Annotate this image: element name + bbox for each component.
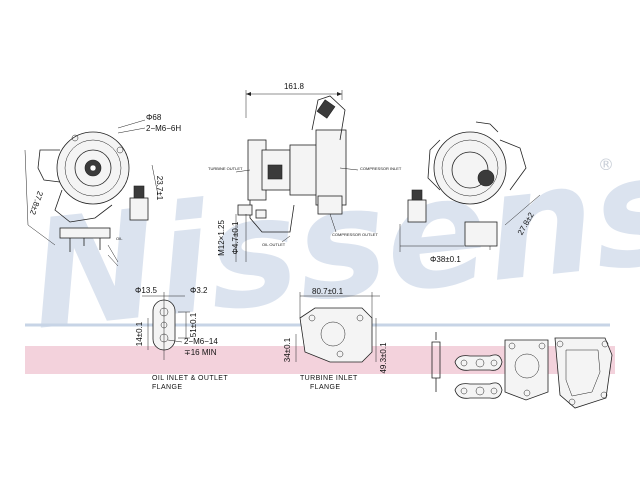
dim-14: 14±0.1 [135,321,144,346]
dim-80-7: 80.7±0.1 [312,287,344,296]
oil-label-front: OIL [116,236,123,241]
dim-161-8: 161.8 [284,82,305,91]
dim-phi68: Φ68 [146,113,162,122]
label-compressor-outlet: COMPRESSOR OUTLET [332,232,378,237]
front-view: Φ68 2−M6−6H 23.7±1 27.8±2 OIL [24,113,181,267]
dim-23-7: 23.7±1 [155,176,164,201]
label-compressor-inlet: COMPRESSOR INLET [360,166,402,171]
gasket-kit [431,332,613,409]
dim-m12: M12×1.25 [217,220,226,256]
dim-phi3-2: Φ3.2 [190,286,208,295]
label-oil-outlet: OIL OUTLET [262,242,286,247]
caption-turbine-flange-line1: TURBINE INLET [300,375,358,382]
oil-flange: Φ13.5 Φ3.2 51±0.1 14±0.1 2−M6−14 ∓16 MIN… [135,286,228,391]
compressor-gasket [554,337,613,409]
turbine-flange: 80.7±0.1 34±0.1 49.3±0.1 TURBINE INLET F… [283,287,388,391]
turbine-gasket [504,339,549,401]
bolt-part [431,332,441,392]
caption-oil-flange-line1: OIL INLET & OUTLET [152,375,228,382]
caption-turbine-flange-line2: FLANGE [310,384,340,391]
rear-view: Φ38±0.1 27.8±2 [399,121,541,264]
actuator-block [129,197,149,221]
oil-gasket-a [454,354,503,371]
dim-49-3: 49.3±0.1 [379,342,388,374]
side-view: 161.8 M12×1.25 Φ4.7±0.1 TURBINE OUTLET C… [208,82,402,262]
oil-gasket-b [454,382,503,399]
caption-oil-flange-line2: FLANGE [152,384,182,391]
label-turbine-outlet: TURBINE OUTLET [208,166,243,171]
dim-2-m6-6h: 2−M6−6H [146,124,181,133]
registered-mark: ® [598,155,614,174]
rear-actuator [407,199,427,223]
dim-phi13-5: Φ13.5 [135,286,158,295]
dim-phi4-7: Φ4.7±0.1 [231,221,240,255]
dim-16-min: ∓16 MIN [184,348,217,357]
dim-51: 51±0.1 [189,312,198,337]
dim-2-m6-14: 2−M6−14 [184,337,218,346]
dim-phi38: Φ38±0.1 [430,255,461,264]
dim-34: 34±0.1 [283,337,292,362]
